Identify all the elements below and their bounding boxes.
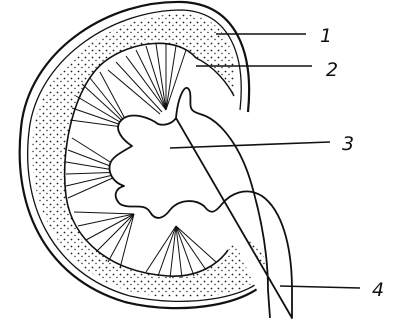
label-3: 3 — [342, 133, 354, 155]
label-2: 2 — [326, 59, 338, 81]
label-4: 4 — [372, 279, 384, 301]
label-1: 1 — [320, 25, 332, 47]
